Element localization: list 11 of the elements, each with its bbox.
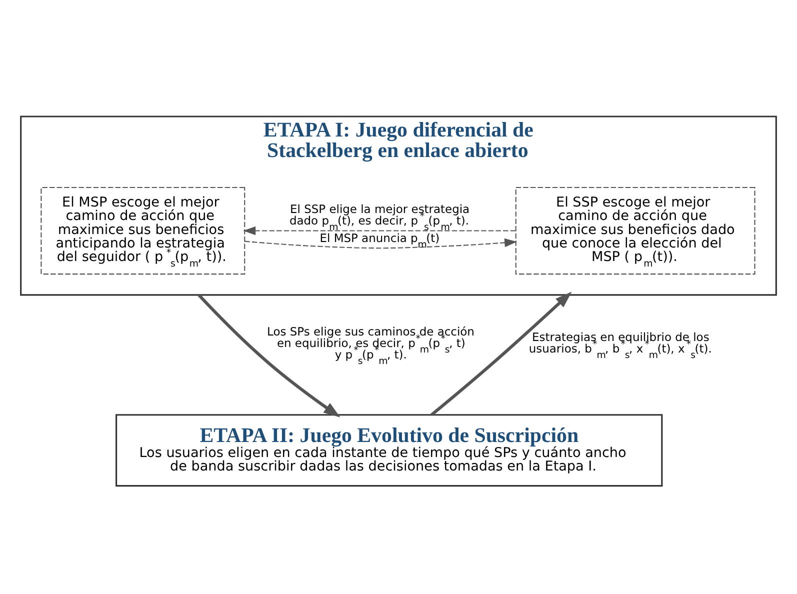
arrow	[430, 292, 572, 416]
edge-label: El SSP elige la mejor estrategia dado p$_{m}$(t), es decir, p$^{*}$$_{s}$(p$_{m}$, t).	[289, 202, 470, 233]
edge-label: El MSP anuncia p$_{m}$(t)	[320, 231, 440, 251]
node-box: ETAPA II: Juego Evolutivo de Suscripción Los usuarios eligen en cada instante de tiempo qué SPs y cuánto ancho de banda suscribir dadas las decisiones tomadas en la Etapa I.	[116, 414, 663, 487]
edge-label: Estrategias en equilibrio de los usuarios, b$^{*}$$_{m}$, b$^{*}$$_{s}$, x$^{*}$$_{m}$(t), x$^{*}$$_{s}$(t).	[528, 330, 712, 362]
arrow	[243, 226, 516, 236]
arrow	[244, 238, 518, 249]
node-box: El MSP escoge el mejor camino de acción que maximice sus beneficios anticipando la estrategia del seguidor ( p$^{*}$$_{s}$(p$_{m}$, t)).	[40, 186, 246, 275]
node-box: El SSP escoge el mejor camino de acción que maximice sus beneficios dado que conoce la elección del MSP ( p$_{m}$(t)).	[515, 186, 756, 275]
arrow	[198, 294, 340, 418]
edge-label: Los SPs elige sus caminos de acción en equilibrio, es decir, p$^{*}$$_{m}$(p$^{*}$$_{s}$, t) y p$^{*}$$_{s}$(p$^{*}$$_{m}$, t).	[267, 324, 474, 367]
